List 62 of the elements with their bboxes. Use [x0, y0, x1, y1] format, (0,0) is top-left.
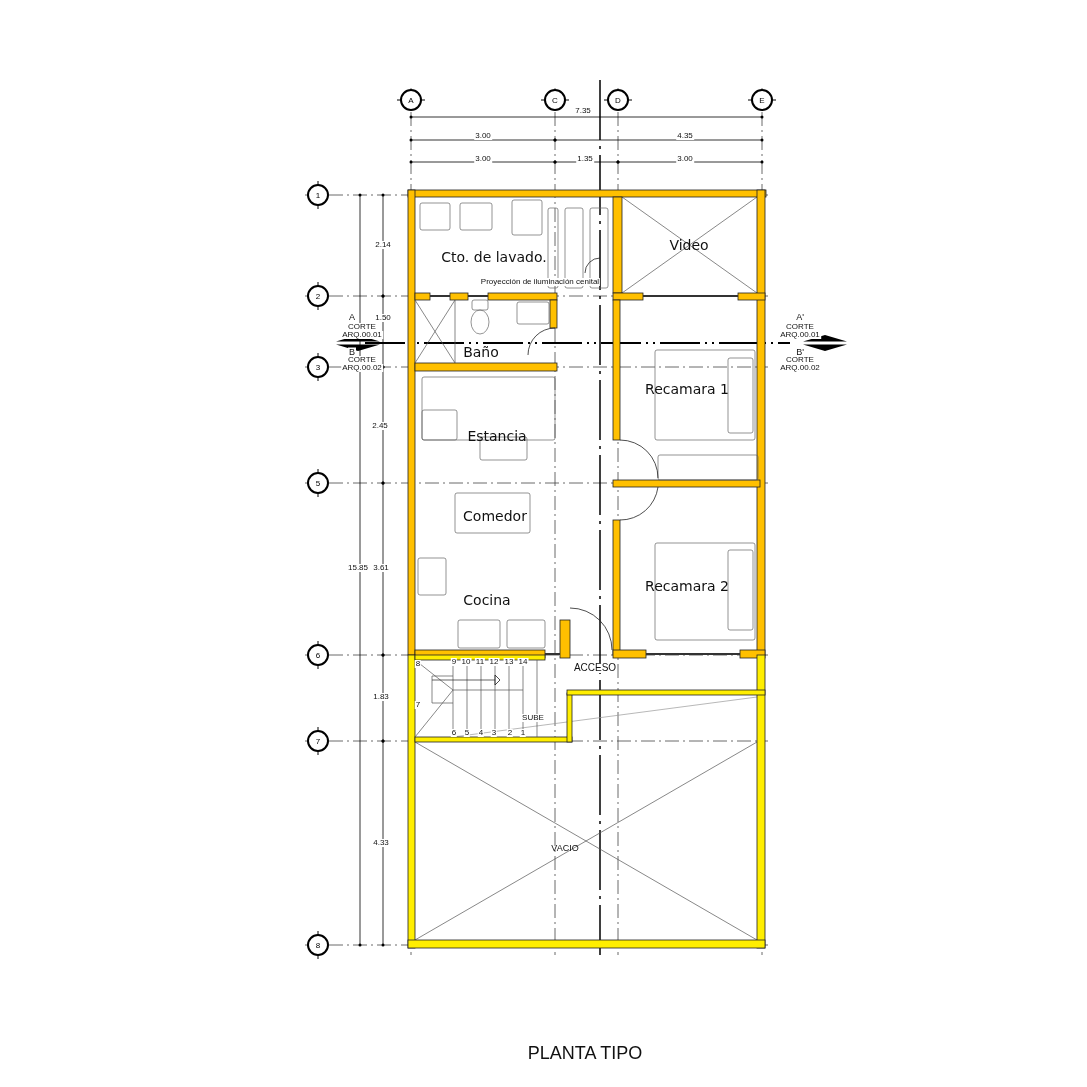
dimension-text: 3.61 [372, 564, 390, 572]
dimension-text: 4.33 [372, 839, 390, 847]
grid-bubble: 8 [307, 934, 329, 956]
section-note: CORTE [785, 356, 815, 364]
step-number: 3 [490, 729, 498, 737]
section-reference: ARQ.00.01 [341, 331, 383, 339]
section-letter: A [348, 312, 356, 322]
step-number: 14 [517, 658, 529, 666]
step-number: 11 [474, 658, 486, 666]
skylight-note: Proyección de iluminación cenital [479, 278, 601, 286]
section-reference: ARQ.00.02 [341, 364, 383, 372]
grid-bubble: 3 [307, 356, 329, 378]
step-number: 1 [519, 729, 527, 737]
section-note: CORTE [347, 356, 377, 364]
grid-bubble: 2 [307, 285, 329, 307]
step-number: 4 [477, 729, 485, 737]
room-name: Baño [463, 345, 499, 359]
section-letter: A' [795, 312, 805, 322]
step-number: 2 [506, 729, 514, 737]
drawing-title: PLANTA TIPO [526, 1044, 644, 1062]
room-name: Estancia [467, 429, 527, 443]
step-number: 8 [414, 660, 422, 668]
room-name: Cto. de lavado. [441, 250, 547, 264]
section-reference: ARQ.00.01 [779, 331, 821, 339]
step-number: 5 [463, 729, 471, 737]
step-number: 7 [414, 701, 422, 709]
room-name: Recamara 2 [645, 579, 729, 593]
grid-bubble: 6 [307, 644, 329, 666]
dimension-text: 1.50 [374, 314, 392, 322]
room-name: VACIO [551, 843, 579, 853]
section-reference: ARQ.00.02 [779, 364, 821, 372]
dimension-text: 7.35 [574, 107, 592, 115]
section-letter: B' [795, 347, 805, 357]
step-number: 13 [503, 658, 515, 666]
dimension-text: 3.00 [676, 155, 694, 163]
stair-direction-text: SUBE [521, 714, 545, 722]
step-number: 9 [450, 658, 458, 666]
dimension-text: 15.85 [347, 564, 369, 572]
grid-bubble: A [400, 89, 422, 111]
section-note: CORTE [785, 323, 815, 331]
step-number: 10 [460, 658, 472, 666]
dimension-text: 2.14 [374, 241, 392, 249]
grid-bubble: E [751, 89, 773, 111]
grid-bubble: C [544, 89, 566, 111]
dimension-text: 1.83 [372, 693, 390, 701]
dimension-text: 3.00 [474, 155, 492, 163]
room-name: Cocina [463, 593, 511, 607]
grid-bubble: 5 [307, 472, 329, 494]
grid-bubble: 7 [307, 730, 329, 752]
room-name: Recamara 1 [645, 382, 729, 396]
grid-bubble: D [607, 89, 629, 111]
section-letter: B [348, 347, 356, 357]
step-number: 12 [488, 658, 500, 666]
step-number: 6 [450, 729, 458, 737]
grid-bubble: 1 [307, 184, 329, 206]
dimension-text: 2.45 [371, 422, 389, 430]
dimension-text: 4.35 [676, 132, 694, 140]
room-name: Video [669, 238, 709, 252]
dimension-text: 3.00 [474, 132, 492, 140]
dimension-text: 1.35 [576, 155, 594, 163]
section-note: CORTE [347, 323, 377, 331]
entrance-text: ACCESO [572, 663, 618, 673]
